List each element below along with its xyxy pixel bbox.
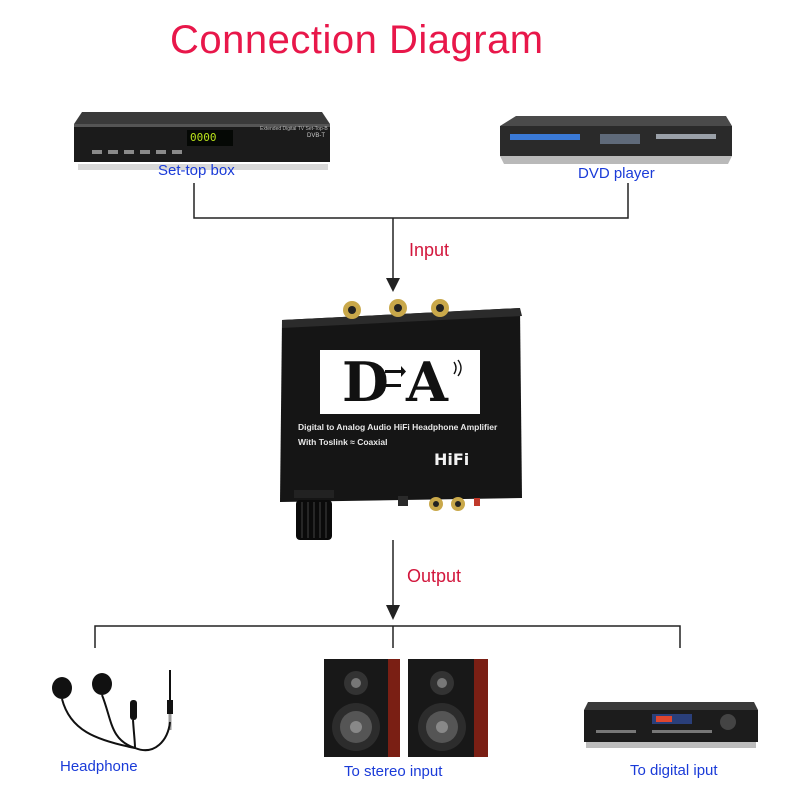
output-label: Output: [407, 566, 462, 586]
stb-display: 0000: [190, 131, 217, 144]
set-top-box-image: 0000 Extended Digital TV Set-Top-Box DVB…: [72, 100, 332, 180]
volume-knob: [294, 490, 334, 540]
stb-brand-text: Extended Digital TV Set-Top-Box: [260, 126, 328, 132]
logo-letter-d: D: [342, 350, 389, 414]
logo-panel: [320, 350, 480, 414]
stb-model-text: DVB-T: [307, 133, 325, 139]
input-arrow-head: [386, 278, 400, 292]
logo-letter-a: A: [406, 350, 448, 414]
digital-receiver-image: [582, 700, 760, 754]
input-bus-line: [193, 183, 629, 219]
sound-waves-icon: [453, 359, 462, 377]
headphone-image: [40, 660, 200, 760]
stereo-speakers-image: [322, 655, 494, 760]
dac-device: D A Digital to Analog Audio HiFi Headpho…: [270, 290, 530, 540]
diagram-title: Connection Diagram: [170, 18, 544, 62]
dvd-player-label: DVD player: [578, 165, 655, 182]
set-top-box-label: Set-top box: [158, 162, 235, 179]
headphone-label: Headphone: [60, 758, 138, 775]
stereo-input-label: To stereo input: [344, 763, 443, 780]
dvd-player-image: [496, 108, 736, 170]
output-bus-line: [94, 625, 681, 648]
hifi-badge: HiFi: [434, 450, 470, 469]
output-arrow-head: [386, 605, 400, 620]
top-rca-jacks: [343, 299, 449, 319]
bottom-rca-jacks: [398, 496, 480, 511]
device-description: Digital to Analog Audio HiFi Headphone A…: [298, 422, 498, 432]
digital-input-label: To digital iput: [630, 762, 718, 779]
input-label: Input: [409, 240, 450, 260]
device-connectivity: With Toslink ≈ Coaxial: [298, 437, 388, 447]
